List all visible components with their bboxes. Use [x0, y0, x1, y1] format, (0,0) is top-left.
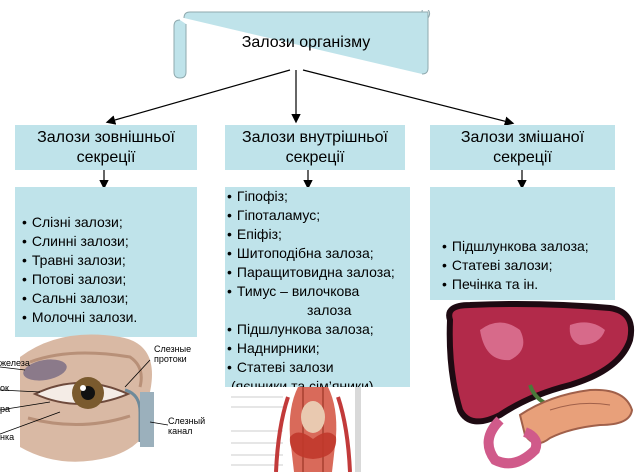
category-mixed: Залози змішаної секреції — [430, 125, 615, 170]
eye-label-left3: нка — [0, 432, 15, 442]
eye-label-left2: ра — [0, 404, 11, 414]
eye-label-canal: Слезный канал — [168, 416, 206, 436]
category-exocrine-label: Залози зовнішньої секреції — [37, 128, 175, 166]
eye-label-left1: ок — [0, 383, 9, 393]
list-item: Гіпофіз; — [227, 187, 410, 206]
list-item: Тимус – вилочкова — [227, 282, 410, 301]
category-mixed-label: Залози змішаної секреції — [460, 128, 585, 166]
list-item: Слізні залози; — [22, 213, 197, 232]
liver-illustration — [446, 301, 634, 469]
list-item: Молочні залози. — [22, 308, 197, 327]
list-item: Сальні залози; — [22, 289, 197, 308]
endocrine-list: Гіпофіз; Гіпоталамус; Епіфіз; Шитоподібн… — [227, 187, 410, 396]
title-scroll-frame — [173, 10, 431, 79]
list-item: Підшлункова залоза; — [442, 237, 615, 256]
list-item-continuation: залоза — [307, 302, 352, 318]
arrow-to-mixed — [302, 69, 515, 126]
mixed-list: Підшлункова залоза; Статеві залози; Печі… — [442, 237, 615, 294]
list-item: Наднирники; — [227, 339, 410, 358]
title-text: Залози організму — [241, 34, 371, 51]
list-item: Слинні залози; — [22, 232, 197, 251]
eye-label-gland: железа — [0, 358, 30, 368]
page-title: Залози організму — [186, 14, 426, 72]
list-item: Потові залози; — [22, 270, 197, 289]
list-item: Шитоподібна залоза; — [227, 244, 410, 263]
list-item: Гіпоталамус; — [227, 206, 410, 225]
list-item: Підшлункова залоза; — [227, 320, 410, 339]
list-item: Печінка та ін. — [442, 275, 615, 294]
list-item: Статеві залози — [227, 358, 410, 377]
thyroid-illustration — [228, 387, 378, 472]
exocrine-list-box: Слізні залози; Слинні залози; Травні зал… — [15, 187, 197, 337]
list-item: Травні залози; — [22, 251, 197, 270]
list-item: Статеві залози; — [442, 256, 615, 275]
category-endocrine: Залози внутрішньої секреції — [225, 125, 405, 170]
list-item: Паращитовидна залоза; — [227, 263, 410, 282]
exocrine-list: Слізні залози; Слинні залози; Травні зал… — [22, 213, 197, 327]
arrow-to-exocrine — [105, 69, 291, 125]
eye-illustration — [0, 334, 169, 462]
mixed-list-box: Підшлункова залоза; Статеві залози; Печі… — [430, 187, 615, 300]
endocrine-list-box: Гіпофіз; Гіпоталамус; Епіфіз; Шитоподібн… — [225, 187, 410, 394]
category-endocrine-label: Залози внутрішньої секреції — [242, 128, 388, 166]
eye-label-ducts: Слезные протоки — [154, 344, 192, 364]
list-item: Епіфіз; — [227, 225, 410, 244]
category-exocrine: Залози зовнішньої секреції — [15, 125, 197, 170]
